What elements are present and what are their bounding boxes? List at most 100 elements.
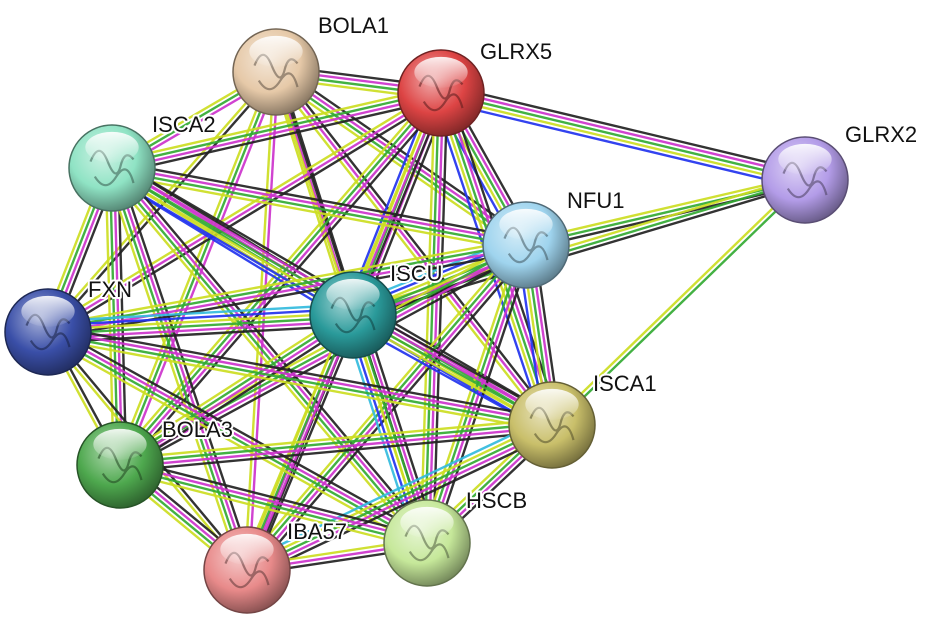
edge-strand	[110, 85, 440, 164]
node-hscb[interactable]: HSCB	[383, 486, 529, 587]
node-gloss	[220, 533, 274, 565]
edge-strand	[271, 73, 550, 429]
node-label: ISCA2	[152, 112, 216, 137]
edge-strand	[48, 328, 553, 425]
edge-strand	[247, 245, 529, 573]
edge-strand	[113, 97, 443, 176]
edge-strand	[47, 307, 353, 327]
node-gloss	[499, 208, 553, 240]
node-isca2[interactable]: ISCA2	[68, 110, 218, 212]
edge-strand	[47, 311, 353, 332]
edge-strand	[247, 315, 357, 572]
edge-strand	[121, 457, 429, 539]
edge-strand	[119, 465, 427, 547]
edge-strand	[120, 315, 355, 468]
edge-strand	[108, 168, 247, 572]
edge-strand	[48, 315, 354, 336]
edge-strand	[552, 180, 808, 428]
edge-strand	[116, 238, 524, 461]
edge-strand	[106, 171, 424, 548]
node-glrx2[interactable]: GLRX2	[761, 120, 919, 224]
edge-strand	[440, 91, 806, 182]
edge-strand	[116, 165, 255, 569]
edge-strand	[119, 421, 552, 465]
edge-strand	[438, 100, 804, 190]
edge-strand	[46, 237, 526, 327]
edge-strand	[110, 173, 526, 253]
edge-strand	[47, 241, 526, 332]
edge-strand	[115, 163, 433, 540]
node-gloss	[21, 295, 75, 327]
edge-strand	[104, 169, 243, 573]
node-gloss	[400, 506, 454, 538]
node-label: BOLA1	[318, 13, 389, 38]
node-label: FXN	[88, 277, 132, 302]
edge-strand	[427, 93, 445, 544]
node-iba57[interactable]: IBA57	[203, 517, 349, 614]
edge-strand	[115, 308, 351, 461]
edge-isca2-nfu1	[110, 160, 528, 253]
edge-strand	[549, 177, 805, 425]
node-gloss	[326, 278, 380, 310]
edge-isca2-hscb	[106, 163, 433, 548]
edge-strand	[278, 65, 531, 241]
edge-strand	[439, 95, 805, 186]
node-label: ISCA1	[593, 371, 657, 396]
edge-strand	[112, 166, 251, 570]
node-gloss	[85, 131, 139, 163]
edge-strand	[242, 416, 549, 564]
edge-strand	[120, 461, 428, 543]
edge-strand	[117, 90, 441, 465]
edge-isca1-bola3	[119, 417, 553, 473]
edge-strand	[432, 93, 449, 544]
edge-strand	[240, 312, 349, 569]
edge-strand	[50, 325, 431, 539]
edge-isca1-iba57	[242, 416, 557, 579]
edge-strand	[122, 319, 358, 472]
edge-strand	[442, 83, 808, 173]
edge-strand	[49, 95, 444, 337]
edge-strand	[111, 168, 526, 249]
edge-strand	[525, 178, 806, 247]
edge-fxn-hscb	[44, 325, 431, 550]
edge-fxn-isca1	[46, 324, 554, 433]
edge-strand	[120, 425, 553, 469]
node-label: NFU1	[567, 188, 624, 213]
edge-strand	[48, 250, 528, 340]
edge-strand	[48, 245, 527, 336]
node-gloss	[525, 388, 579, 420]
node-gloss	[778, 143, 832, 175]
node-bola1[interactable]: BOLA1	[232, 11, 391, 116]
node-gloss	[249, 35, 303, 67]
edge-strand	[243, 71, 276, 570]
edge-strand	[48, 329, 429, 543]
edge-strand	[44, 336, 425, 550]
edge-strand	[120, 430, 553, 473]
edge-strand	[104, 168, 115, 466]
edge-strand	[112, 165, 430, 543]
edge-strand	[120, 245, 528, 468]
edge-strand	[111, 89, 441, 168]
edge-strand	[109, 168, 427, 546]
edge-strand	[118, 242, 526, 465]
node-nfu1[interactable]: NFU1	[482, 186, 626, 289]
edge-strand	[241, 240, 523, 567]
edge-strand	[47, 303, 353, 323]
edge-bola3-hscb	[118, 457, 429, 551]
node-isca1[interactable]: ISCA1	[508, 369, 659, 469]
node-gloss	[93, 428, 147, 460]
edge-strand	[441, 87, 807, 178]
edge-strand	[423, 243, 526, 543]
edge-bola1-isca1	[271, 68, 557, 429]
node-bola3[interactable]: BOLA3	[76, 415, 235, 509]
node-label: GLRX2	[845, 122, 917, 147]
edge-strand	[47, 332, 552, 429]
node-fxn[interactable]: FXN	[4, 275, 134, 376]
node-glrx5[interactable]: GLRX5	[397, 37, 554, 137]
node-iscu[interactable]: ISCU	[309, 259, 445, 359]
edge-strand	[524, 174, 805, 243]
edge-glrx2-isca1	[549, 177, 808, 428]
edge-strand	[48, 324, 554, 420]
